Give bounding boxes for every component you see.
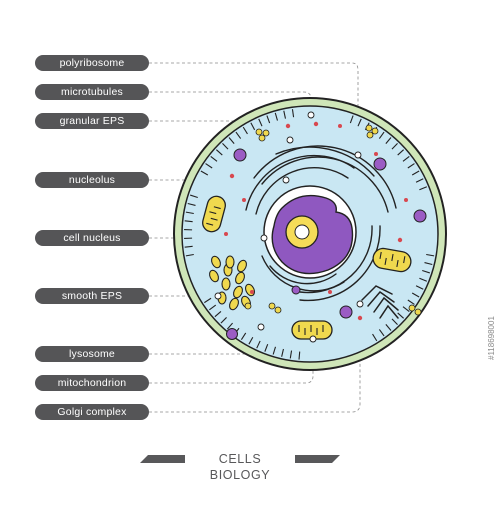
smooth-eps-vesicle (226, 256, 234, 268)
footer-title: CELLS BIOLOGY (190, 451, 290, 483)
label-mitochondrion: mitochondrion (35, 375, 149, 391)
label-smooth-eps: smooth EPS (35, 288, 149, 304)
label-golgi-complex: Golgi complex (35, 404, 149, 420)
smooth-eps-vesicle (222, 278, 230, 290)
footer-banner: CELLS BIOLOGY (140, 449, 340, 469)
label-lysosome: lysosome (35, 346, 149, 362)
label-nucleolus: nucleolus (35, 172, 149, 188)
label-microtubules: microtubules (35, 84, 149, 100)
label-granular-eps: granular EPS (35, 113, 149, 129)
label-polyribosome: polyribosome (35, 55, 149, 71)
footer-bar-right (295, 455, 340, 463)
stock-id-code: #118698001 (487, 316, 496, 360)
footer-bar-left (140, 455, 185, 463)
label-cell-nucleus: cell nucleus (35, 230, 149, 246)
membrane-tick (299, 352, 300, 360)
nucleolus-core (295, 225, 309, 239)
